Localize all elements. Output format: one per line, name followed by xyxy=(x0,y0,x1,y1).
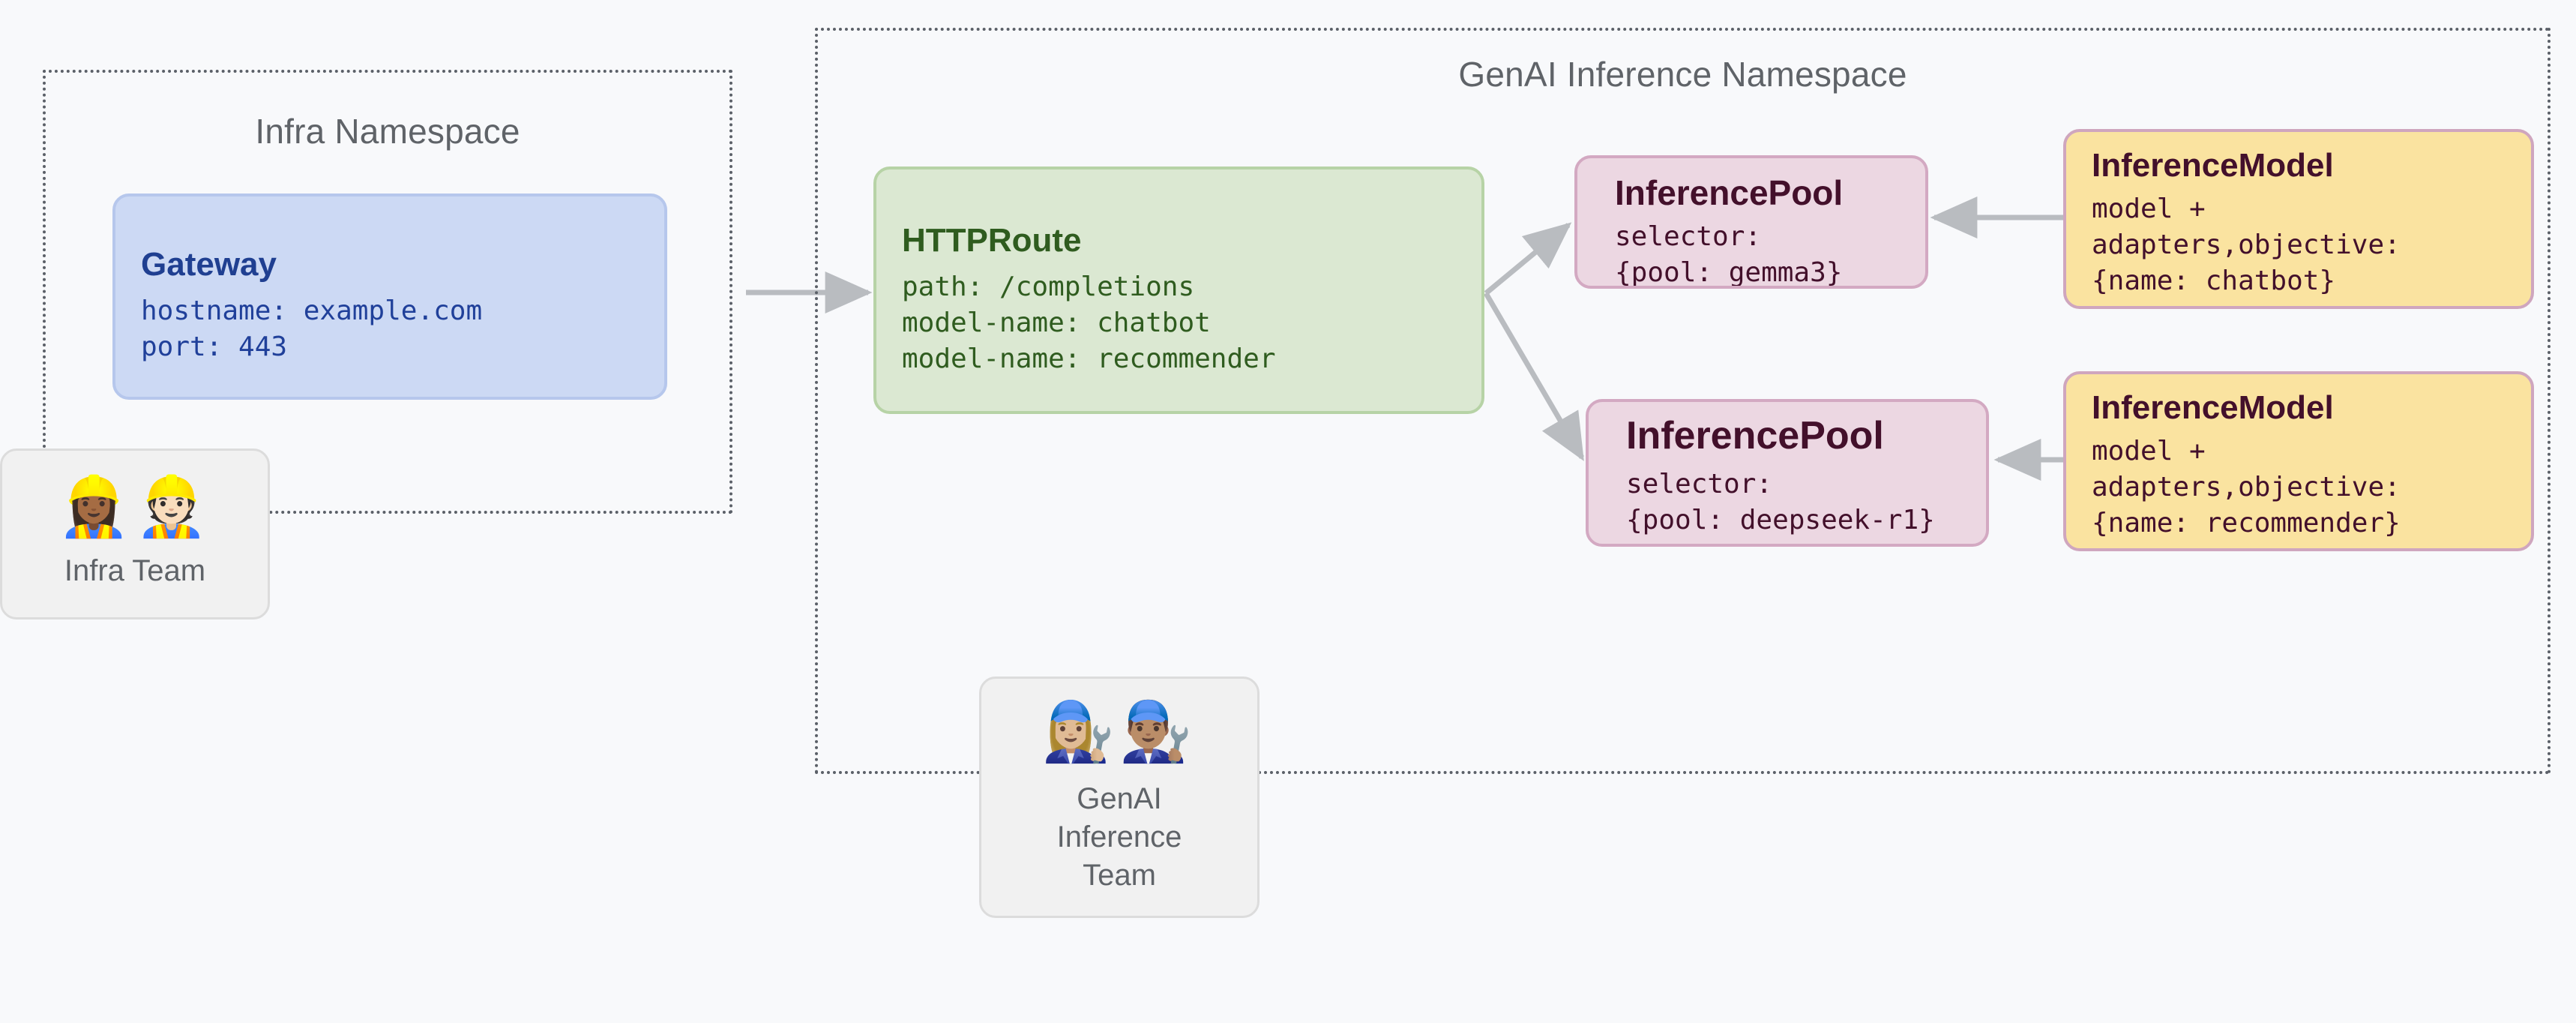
genai-team-avatars: 👩🏼‍🔧👨🏽‍🔧 xyxy=(1041,698,1197,766)
infra-namespace-title: Infra Namespace xyxy=(255,112,520,151)
gateway-title: Gateway xyxy=(141,246,277,283)
inferencemodel-chatbot-line-model: model + xyxy=(2092,193,2206,224)
inferencemodel-chatbot-line-name: {name: chatbot} xyxy=(2092,266,2336,297)
inferencemodel-chatbot-node[interactable]: InferenceModel model + adapters,objectiv… xyxy=(2063,129,2534,309)
httproute-line-model-name-chatbot: model-name: chatbot xyxy=(902,307,1211,338)
infra-team-card[interactable]: 👷🏾‍♀️👷🏻 Infra Team xyxy=(0,448,270,620)
inferencepool-gemma3-node[interactable]: InferencePool selector: {pool: gemma3} xyxy=(1574,155,1928,289)
httproute-title: HTTPRoute xyxy=(902,222,1082,259)
genai-namespace-title: GenAI Inference Namespace xyxy=(1458,55,1907,94)
inferencemodel-chatbot-line-adapters: adapters,objective: xyxy=(2092,229,2401,260)
inferencepool-deepseek-line-pool: {pool: deepseek-r1} xyxy=(1626,505,1935,536)
httproute-node[interactable]: HTTPRoute path: /completions model-name:… xyxy=(873,166,1484,414)
inferencepool-deepseek-title: InferencePool xyxy=(1626,414,1884,458)
inferencemodel-recommender-line-adapters: adapters,objective: xyxy=(2092,471,2401,502)
inferencemodel-recommender-line-name: {name: recommender} xyxy=(2092,508,2401,539)
inferencepool-deepseek-line-selector: selector: xyxy=(1626,468,1773,500)
inferencemodel-recommender-line-model: model + xyxy=(2092,435,2206,466)
genai-team-label: GenAI Inference Team xyxy=(1056,782,1182,892)
inferencepool-gemma3-line-selector: selector: xyxy=(1615,220,1762,252)
inferencemodel-chatbot-title: InferenceModel xyxy=(2092,147,2334,184)
httproute-line-path: path: /completions xyxy=(902,271,1195,302)
genai-team-card[interactable]: 👩🏼‍🔧👨🏽‍🔧 GenAI Inference Team xyxy=(979,676,1260,918)
gateway-line-hostname: hostname: example.com xyxy=(141,295,483,326)
gateway-line-port: port: 443 xyxy=(141,331,288,362)
inferencepool-gemma3-title: InferencePool xyxy=(1615,173,1844,212)
inferencemodel-recommender-node[interactable]: InferenceModel model + adapters,objectiv… xyxy=(2063,371,2534,551)
inferencepool-deepseek-node[interactable]: InferencePool selector: {pool: deepseek-… xyxy=(1586,399,1989,547)
inferencepool-gemma3-line-pool: {pool: gemma3} xyxy=(1615,257,1843,289)
inferencemodel-recommender-title: InferenceModel xyxy=(2092,389,2334,426)
genai-namespace-boundary xyxy=(815,28,2551,774)
infra-team-label: Infra Team xyxy=(64,554,206,587)
infra-namespace-boundary xyxy=(43,70,732,514)
infra-team-avatars: 👷🏾‍♀️👷🏻 xyxy=(57,473,213,541)
httproute-line-model-name-recommender: model-name: recommender xyxy=(902,344,1276,375)
gateway-node[interactable]: Gateway hostname: example.com port: 443 xyxy=(112,194,667,400)
